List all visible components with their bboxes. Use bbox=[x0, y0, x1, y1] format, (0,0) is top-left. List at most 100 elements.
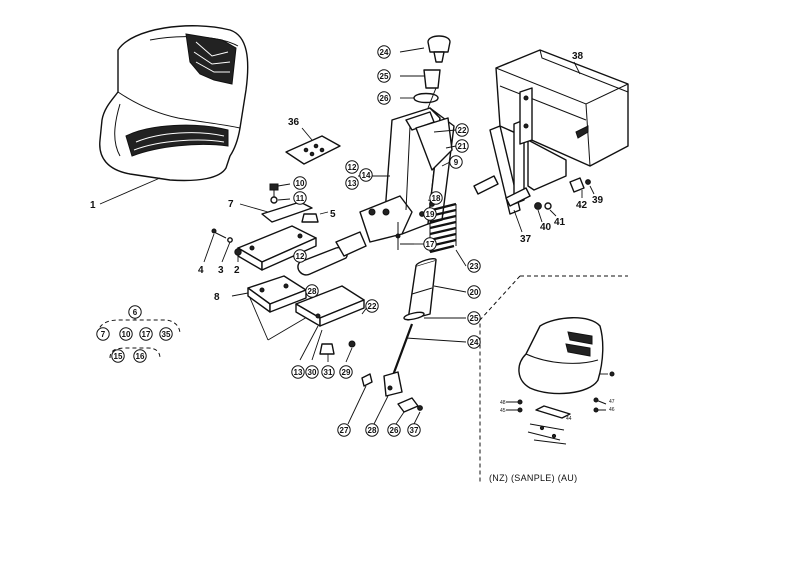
svg-text:12: 12 bbox=[296, 252, 305, 261]
svg-text:25: 25 bbox=[380, 72, 389, 81]
svg-text:13: 13 bbox=[348, 179, 357, 188]
callout-toolbox-nut-a: 40 bbox=[540, 222, 552, 233]
toolbox: 38 37 40 41 42 39 bbox=[473, 49, 629, 245]
svg-text:24: 24 bbox=[380, 48, 389, 57]
svg-text:26: 26 bbox=[390, 426, 399, 435]
spring bbox=[429, 202, 457, 254]
callout-column-b: 21 bbox=[455, 139, 469, 153]
inset-hardware bbox=[506, 397, 607, 445]
seat-bracket-assembly: 7 5 4 3 2 bbox=[198, 183, 336, 276]
callout-stud-b: 28 bbox=[365, 423, 379, 437]
tube-clip bbox=[297, 231, 367, 276]
svg-text:11: 11 bbox=[296, 194, 305, 203]
callout-stud-a: 27 bbox=[337, 423, 351, 437]
plate-36: 36 bbox=[285, 117, 341, 165]
callout-kit-4: 35 bbox=[159, 327, 173, 341]
svg-text:37: 37 bbox=[410, 426, 419, 435]
callout-column-c: 9 bbox=[449, 155, 463, 169]
svg-text:29: 29 bbox=[342, 368, 351, 377]
svg-text:22: 22 bbox=[368, 302, 377, 311]
callout-clip-a: 12 bbox=[345, 160, 359, 174]
svg-text:17: 17 bbox=[142, 330, 151, 339]
callout-kit-3: 17 bbox=[139, 327, 153, 341]
svg-text:22: 22 bbox=[458, 126, 467, 135]
callout-pin: 4 bbox=[198, 265, 204, 276]
svg-text:35: 35 bbox=[162, 330, 171, 339]
svg-text:16: 16 bbox=[136, 352, 145, 361]
callout-lock-nut: 5 bbox=[330, 209, 336, 220]
inset-label-i4: 44 bbox=[566, 416, 572, 422]
callout-ring: 26 bbox=[377, 91, 391, 105]
svg-text:31: 31 bbox=[324, 368, 333, 377]
callout-stud-c: 26 bbox=[387, 423, 401, 437]
svg-text:9: 9 bbox=[454, 158, 459, 167]
callout-toolbox-bolt: 39 bbox=[592, 195, 604, 206]
variant-note: (NZ) (SANPLE) (AU) bbox=[489, 473, 577, 483]
svg-text:20: 20 bbox=[470, 288, 479, 297]
svg-text:23: 23 bbox=[470, 262, 479, 271]
svg-text:19: 19 bbox=[426, 210, 435, 219]
svg-text:21: 21 bbox=[458, 142, 467, 151]
callout-rod: 24 bbox=[467, 335, 481, 349]
callout-base-plate: 8 bbox=[214, 292, 220, 303]
callout-seat-bracket: 7 bbox=[228, 199, 234, 210]
svg-text:7: 7 bbox=[101, 330, 106, 339]
svg-text:6: 6 bbox=[133, 308, 138, 317]
callout-lower-b: 30 bbox=[305, 365, 319, 379]
inset-label-i3: 46 bbox=[609, 407, 615, 413]
variant-inset bbox=[479, 275, 628, 482]
inset-label-i5: 45 bbox=[500, 408, 506, 414]
callout-spring-pin: 18 bbox=[429, 191, 443, 205]
callout-spring-nut: 19 bbox=[423, 207, 437, 221]
callout-kit-5: 15 bbox=[111, 349, 125, 363]
callout-toolbox: 38 bbox=[572, 51, 584, 62]
callout-nut: 11 bbox=[293, 191, 307, 205]
svg-text:27: 27 bbox=[340, 426, 349, 435]
callout-toolbox-bracket: 37 bbox=[520, 234, 532, 245]
seat-column bbox=[358, 35, 457, 250]
callout-damper: 20 bbox=[467, 285, 481, 299]
svg-text:12: 12 bbox=[348, 163, 357, 172]
inset-labels: 48 47 46 44 45 bbox=[500, 399, 615, 422]
svg-text:28: 28 bbox=[308, 287, 317, 296]
callout-clamp-nut: 22 bbox=[365, 299, 379, 313]
callout-toolbox-nut-b: 41 bbox=[554, 217, 566, 228]
svg-text:13: 13 bbox=[294, 368, 303, 377]
callout-toolbox-washer: 42 bbox=[576, 200, 588, 211]
svg-text:28: 28 bbox=[368, 426, 377, 435]
svg-text:26: 26 bbox=[380, 94, 389, 103]
callout-seat: 1 bbox=[90, 200, 96, 211]
callout-bolt: 10 bbox=[293, 176, 307, 190]
callout-bushing: 2 bbox=[234, 265, 240, 276]
svg-text:24: 24 bbox=[470, 338, 479, 347]
callout-kit-top: 6 bbox=[128, 305, 142, 319]
callout-kit-2: 10 bbox=[119, 327, 133, 341]
callout-spring-bolt: 17 bbox=[423, 237, 437, 251]
svg-text:10: 10 bbox=[122, 330, 131, 339]
callout-lower-c: 31 bbox=[321, 365, 335, 379]
svg-text:15: 15 bbox=[114, 352, 123, 361]
callout-kit-6: 16 bbox=[133, 349, 147, 363]
seat-drawing: 1 bbox=[90, 25, 249, 211]
slider-plate bbox=[295, 285, 369, 363]
inset-label-i2: 47 bbox=[609, 399, 615, 405]
callout-plate-36: 36 bbox=[288, 117, 300, 128]
callout-damper-ring: 25 bbox=[467, 311, 481, 325]
svg-text:10: 10 bbox=[296, 179, 305, 188]
callout-knob: 24 bbox=[377, 45, 391, 59]
inset-label-i1: 48 bbox=[500, 400, 506, 406]
spring-damper-assembly bbox=[347, 199, 467, 425]
callout-stud-d: 37 bbox=[407, 423, 421, 437]
callout-column-a: 22 bbox=[455, 123, 469, 137]
callout-washer: 3 bbox=[218, 265, 224, 276]
svg-text:30: 30 bbox=[308, 368, 317, 377]
callout-lower-a: 13 bbox=[291, 365, 305, 379]
callout-kit-1: 7 bbox=[96, 327, 110, 341]
svg-text:17: 17 bbox=[426, 240, 435, 249]
callout-clip-a: 12 bbox=[293, 249, 307, 263]
svg-text:14: 14 bbox=[362, 171, 371, 180]
callout-slider-plate: 28 bbox=[305, 284, 319, 298]
circle-callouts: 1011242526222191213141819172320252428122… bbox=[96, 45, 481, 437]
callout-collar: 25 bbox=[377, 69, 391, 83]
